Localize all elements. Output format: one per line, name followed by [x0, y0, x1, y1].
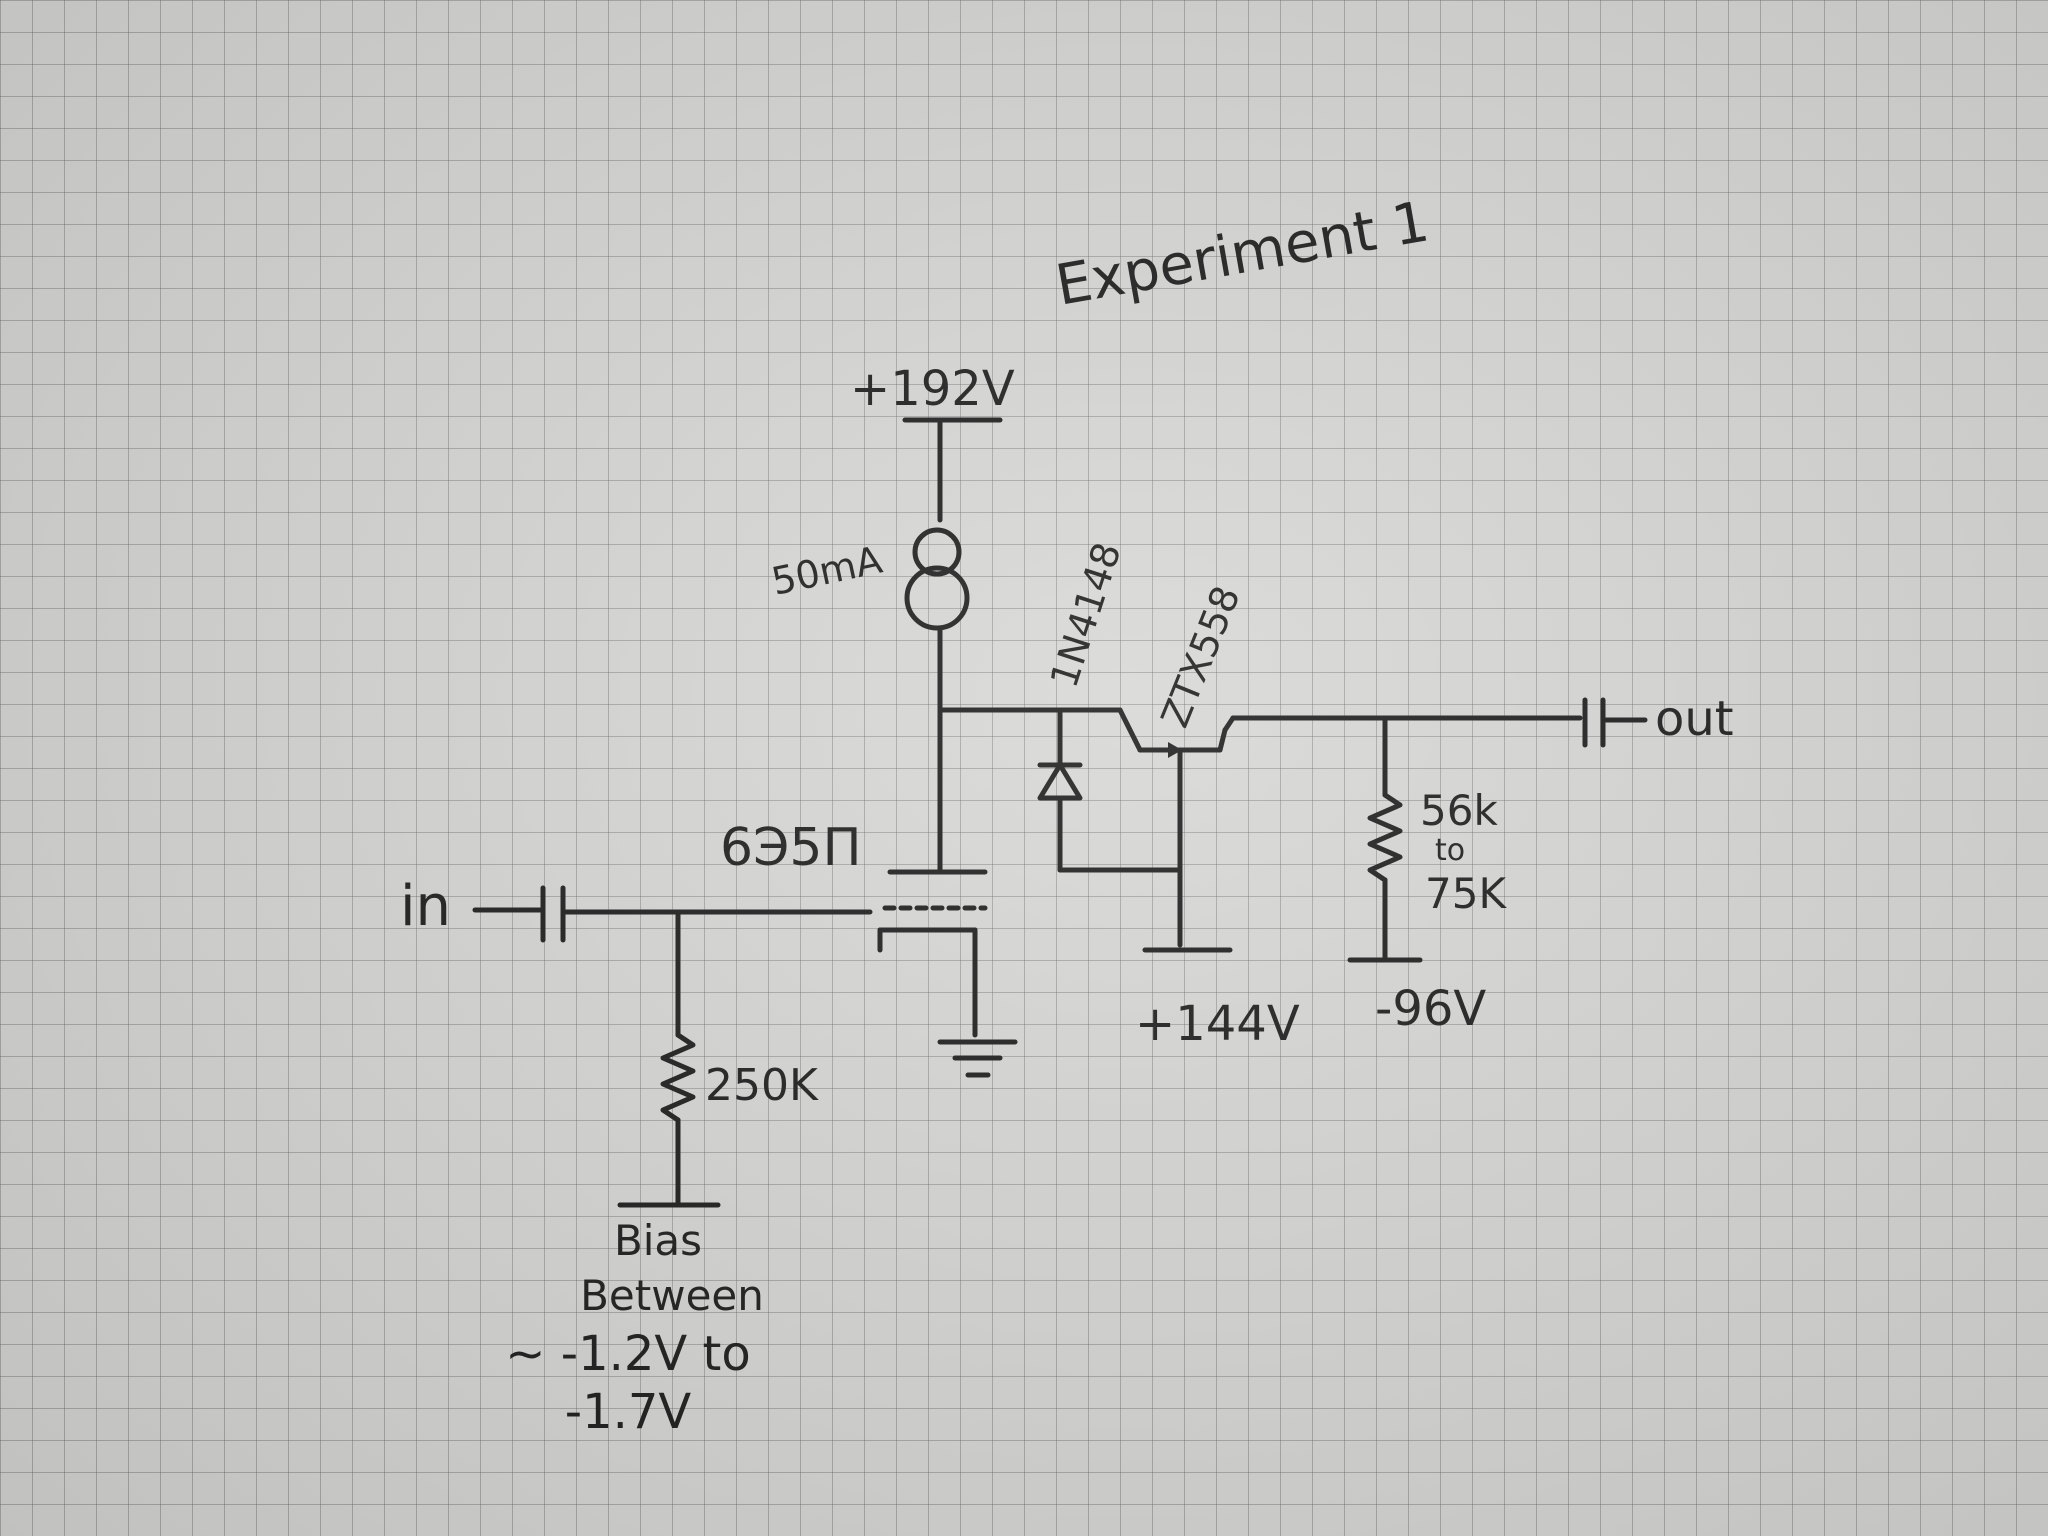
current-source-symbol	[904, 527, 970, 631]
collector-supply-label: +144V	[1135, 996, 1300, 1052]
output-label: out	[1655, 691, 1734, 747]
input-label: in	[400, 874, 451, 939]
diode-label: 1N4148	[1042, 537, 1130, 693]
schematic-title: Experiment 1	[1051, 189, 1434, 318]
input-capacitor-symbol	[540, 885, 566, 943]
transistor-label: ZTX558	[1153, 580, 1249, 734]
load-resistor-to: to	[1435, 833, 1465, 868]
bias-note-line-2: Between	[580, 1271, 764, 1320]
bias-note-line-3: ~ -1.2V to	[505, 1326, 750, 1382]
tube-label: 6Э5П	[720, 818, 862, 878]
wire-base-lead	[1117, 707, 1143, 753]
supply-192v-label: +192V	[850, 361, 1015, 417]
output-capacitor-symbol	[1582, 697, 1648, 748]
bias-note-line-1: Bias	[614, 1216, 702, 1265]
grid-resistor-label: 250K	[705, 1060, 819, 1111]
diode-symbol	[1037, 707, 1183, 873]
ground-symbol	[937, 1039, 1018, 1078]
tube-symbol	[877, 869, 988, 1038]
load-resistor-value-low: 56k	[1420, 786, 1498, 835]
bias-note-line-4: -1.7V	[565, 1384, 692, 1440]
negative-supply-label: -96V	[1375, 981, 1486, 1037]
transistor-symbol	[1137, 715, 1236, 953]
load-resistor-symbol	[1367, 792, 1403, 883]
current-source-label: 50mA	[768, 538, 886, 604]
grid-resistor-symbol	[660, 1032, 696, 1123]
load-resistor-value-high: 75K	[1425, 869, 1507, 918]
